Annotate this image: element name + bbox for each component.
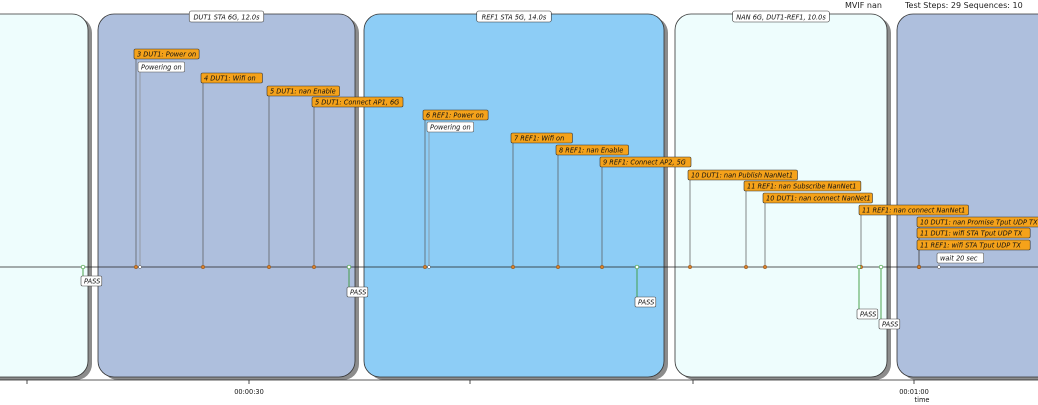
section-title-box — [476, 10, 552, 23]
step-dot — [744, 265, 749, 270]
step-label: 11 REF1: nan connect NanNet1 — [862, 207, 965, 215]
step-label: 6 REF1: Power on — [426, 112, 484, 120]
note-box — [426, 121, 474, 133]
section-title: DUT1 STA 6G, 12.0s — [193, 14, 260, 22]
step-box — [133, 48, 200, 60]
section-title: NAN 6G, DUT1-REF1, 10.0s — [736, 14, 826, 22]
step-label: 5 DUT1: Connect AP1, 6G — [315, 99, 399, 107]
step-label: 10 DUT1: nan Promise Tput UDP TX — [920, 219, 1038, 227]
step-dot — [267, 265, 272, 270]
test-summary: Test Steps: 29 Sequences: 10 — [905, 1, 1023, 10]
step-label: 11 REF1: wifi STA Tput UDP TX — [920, 242, 1021, 250]
step-box — [916, 227, 1031, 239]
mvif-label: MVIF nan — [845, 1, 882, 10]
pass-box — [346, 286, 369, 298]
pass-box — [856, 308, 879, 320]
note-label: Powering on — [141, 64, 182, 72]
step-box — [422, 109, 489, 121]
pass-label: PASS — [882, 321, 898, 329]
config-section — [363, 13, 665, 378]
step-dot — [200, 265, 205, 270]
step-box — [916, 216, 1038, 228]
step-label: 10 DUT1: nan connect NanNet1 — [766, 195, 871, 203]
step-box — [687, 169, 798, 181]
section-title-box — [188, 10, 265, 23]
step-label: 9 REF1: Connect AP2, 5G — [603, 159, 686, 167]
pass-label: PASS — [860, 311, 876, 319]
step-label: 11 REF1: nan Subscribe NanNet1 — [747, 183, 856, 191]
pass-dot — [634, 264, 640, 270]
pass-dot — [878, 264, 884, 270]
step-dot — [763, 265, 768, 270]
step-dot — [133, 265, 138, 270]
note-dot — [937, 265, 941, 269]
section-title: REF1 STA 5G, 14.0s — [482, 14, 547, 22]
step-box — [200, 72, 263, 84]
step-label: 7 REF1: Wifi on — [514, 135, 564, 143]
pass-box — [634, 296, 657, 308]
pass-box — [80, 275, 103, 287]
note-box — [137, 61, 185, 73]
axis-title: time — [915, 396, 930, 404]
config-section — [0, 13, 89, 378]
step-box — [266, 85, 340, 97]
step-dot — [917, 265, 922, 270]
step-dot — [688, 265, 693, 270]
step-label: 11 DUT1: wifi STA Tput UDP TX — [920, 230, 1023, 238]
config-section — [97, 13, 356, 378]
pass-label: PASS — [638, 299, 654, 307]
step-label: 3 DUT1: Power on — [137, 51, 196, 59]
step-dot — [556, 265, 561, 270]
section-title-box — [732, 10, 830, 23]
step-label: 8 REF1: nan Enable — [559, 147, 623, 155]
note-box — [936, 252, 984, 264]
axis-tick-label: 00:01:00 — [899, 388, 929, 396]
pass-box — [878, 318, 901, 330]
pass-dot — [80, 264, 86, 270]
note-dot — [138, 265, 142, 269]
step-box — [599, 156, 692, 168]
step-box — [858, 204, 969, 216]
step-box — [916, 239, 1031, 251]
note-label: Powering on — [430, 124, 471, 132]
pass-dot — [346, 264, 352, 270]
pass-label: PASS — [84, 278, 100, 286]
step-label: 4 DUT1: Wifi on — [204, 75, 256, 83]
step-box — [311, 96, 404, 108]
axis-tick-label: 00:00:30 — [234, 388, 264, 396]
pass-dot — [856, 264, 862, 270]
step-box — [762, 192, 873, 204]
step-dot — [511, 265, 516, 270]
step-label: 5 DUT1: nan Enable — [270, 88, 336, 96]
note-label: wait 20 sec — [940, 255, 978, 263]
config-section — [896, 13, 1038, 378]
step-dot — [312, 265, 317, 270]
step-dot — [600, 265, 605, 270]
note-dot — [427, 265, 431, 269]
step-dot — [423, 265, 428, 270]
step-label: 10 DUT1: nan Publish NanNet1 — [691, 172, 793, 180]
step-box — [555, 144, 629, 156]
step-box — [743, 180, 862, 192]
pass-label: PASS — [350, 289, 366, 297]
step-box — [510, 132, 573, 144]
